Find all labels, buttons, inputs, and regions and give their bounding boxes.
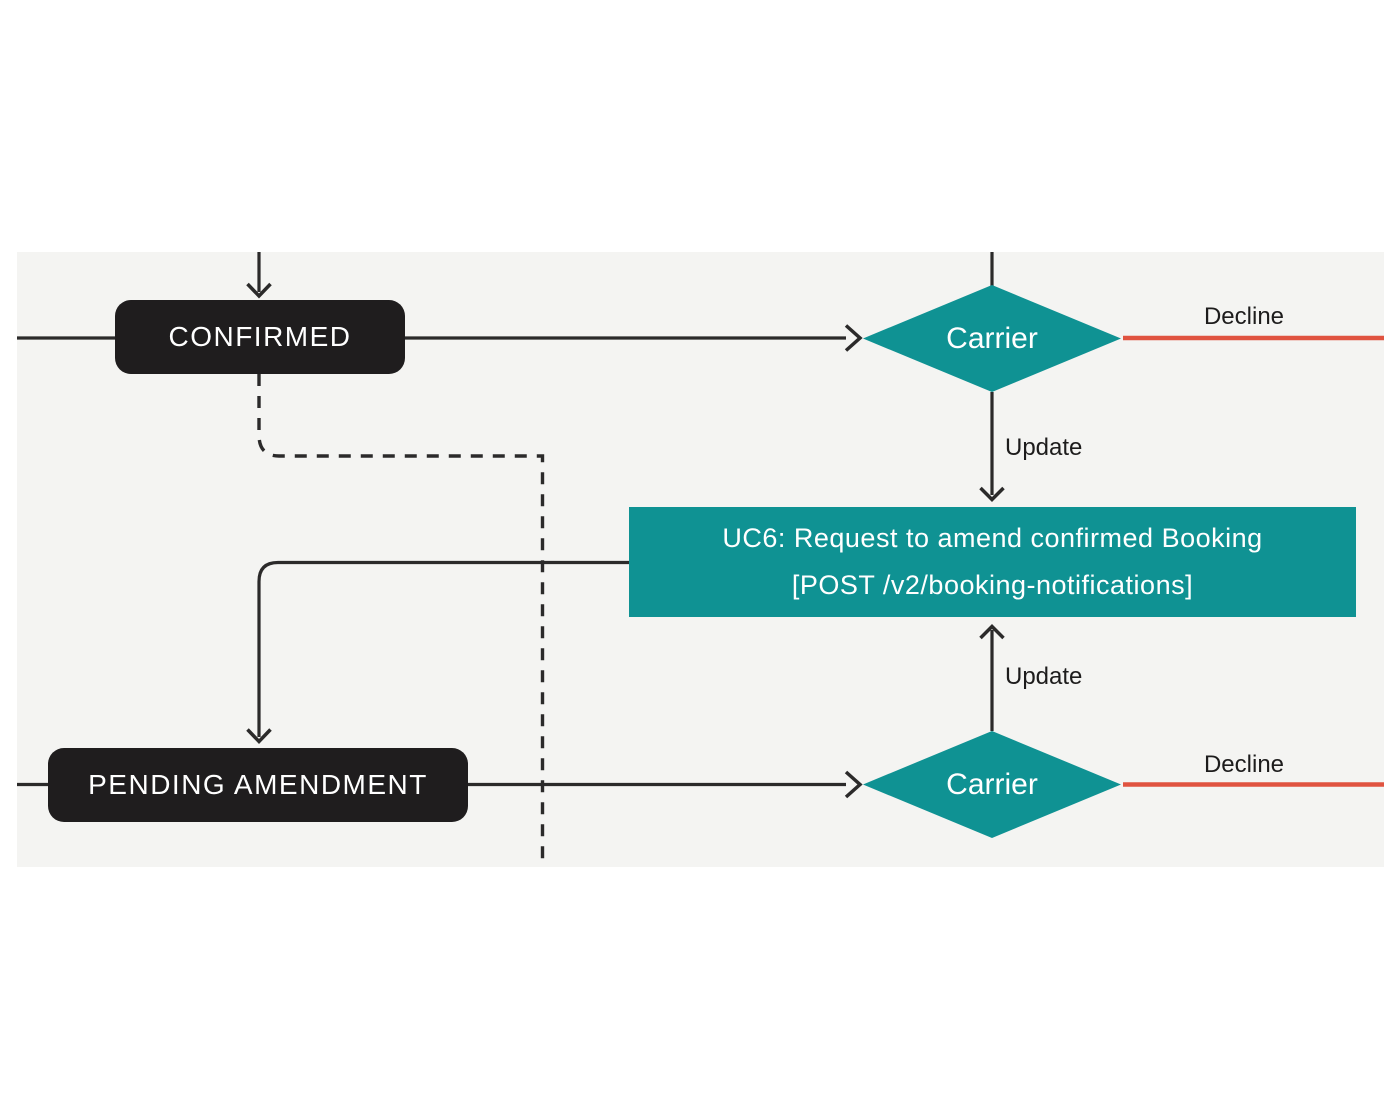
label-decline-bottom: Decline bbox=[1203, 751, 1285, 778]
node-confirmed: CONFIRMED bbox=[115, 300, 405, 374]
arrowhead-down-pending-icon bbox=[246, 728, 272, 745]
edge-confirmed-dashed bbox=[257, 374, 545, 866]
node-pending-amendment: PENDING AMENDMENT bbox=[48, 748, 468, 822]
arrowhead-down-confirmed-icon bbox=[246, 282, 272, 299]
label-update-top: Update bbox=[1005, 434, 1083, 461]
arrowhead-right-carrier-bottom-icon bbox=[844, 770, 863, 799]
edge-uc6-to-pending bbox=[257, 560, 629, 737]
label-decline-top: Decline bbox=[1203, 303, 1285, 330]
arrowhead-right-carrier-top-icon bbox=[844, 324, 863, 352]
arrowhead-up-uc6-icon bbox=[979, 624, 1005, 640]
uc6-subtitle: [POST /v2/booking-notifications] bbox=[791, 570, 1194, 600]
label-update-bottom: Update bbox=[1005, 663, 1083, 690]
uc6-title: UC6: Request to amend confirmed Booking bbox=[722, 523, 1263, 553]
arrowhead-down-uc6-icon bbox=[979, 486, 1005, 502]
node-uc6: UC6: Request to amend confirmed Booking … bbox=[629, 507, 1356, 617]
